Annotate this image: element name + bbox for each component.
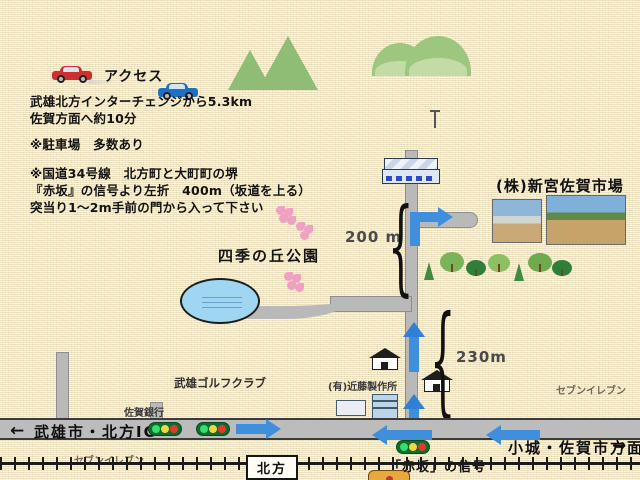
info-line-4: ※国道34号線 北方町と大町町の堺 (30, 166, 238, 181)
distance-230m-label: 230m (456, 348, 507, 366)
red-car-icon (52, 66, 92, 83)
highway-arrow-right-stem (236, 424, 266, 434)
junction-arrow-head (372, 425, 387, 445)
direction-right-arrow: → (612, 436, 627, 456)
distance-200m-label: 200 m (345, 228, 403, 246)
direction-left-arrow: ← (10, 421, 25, 441)
hill-icon (405, 36, 471, 76)
golf-club-label: 武雄ゴルフクラブ (174, 376, 266, 390)
traffic-light-icon (396, 440, 430, 454)
convenience-right-label: セブンイレブン (556, 386, 626, 397)
tree-icon (466, 260, 486, 276)
tree-icon (552, 260, 572, 276)
traffic-light-icon (196, 422, 230, 436)
mountain-icon (258, 36, 318, 90)
access-title: アクセス (104, 69, 164, 85)
tree-icon (514, 263, 524, 281)
turn-arrow-200m-head (438, 207, 453, 227)
direction-right-label: 小城・佐賀市方面 (508, 439, 640, 457)
antenna-crossbar (430, 110, 440, 112)
tree-icon (488, 254, 510, 272)
junction-arrow-arm (386, 430, 432, 440)
house-icon (421, 370, 453, 392)
company-photo-left (492, 199, 542, 243)
blue-car-icon (158, 83, 198, 100)
highway-arrow-left-head (486, 425, 501, 445)
warehouse-icon (372, 394, 398, 420)
tree-row (424, 248, 574, 284)
station-label: 北方 (246, 455, 299, 480)
info-line-2: 佐賀方面へ約10分 (30, 111, 137, 126)
route-arrow-lower-head (403, 394, 425, 409)
tree-icon (424, 262, 434, 280)
info-line-5: 『赤坂』の信号より左折 400m（坂道を上る） (30, 183, 311, 198)
car-motion-trail (88, 80, 114, 84)
turn-arrow-200m-arm (410, 212, 438, 222)
tree-icon (440, 252, 464, 272)
bank-label: 佐賀銀行 (124, 408, 164, 419)
temple-building-icon (368, 470, 410, 480)
house-icon (369, 348, 401, 370)
road-vertical-left (56, 352, 69, 424)
turn-arrow-200m-stem (410, 212, 420, 246)
company-name: (株)新宮佐賀市場 (496, 177, 624, 195)
info-line-3: ※駐車場 多数あり (30, 137, 144, 152)
info-line-6: 突当り1〜2m手前の門から入って下さい (30, 200, 264, 215)
kondo-factory-label: (有)近藤製作所 (328, 382, 398, 393)
pond-icon (180, 278, 260, 324)
highway-arrow-right-head (266, 419, 281, 439)
building-icon (336, 400, 366, 416)
route-arrow-upper-stem (409, 336, 419, 372)
factory-icon (382, 158, 440, 184)
info-line-1: 武雄北方インターチェンジから5.3km (30, 94, 253, 109)
route-arrow-upper-head (403, 322, 425, 337)
highway-arrow-left-stem (500, 430, 540, 440)
company-photo-right (546, 195, 626, 245)
railway-ties (0, 457, 640, 470)
traffic-light-icon (148, 422, 182, 436)
park-label: 四季の丘公園 (218, 247, 321, 265)
tree-icon (528, 253, 552, 272)
direction-left-label: 武雄市・北方IC (34, 423, 157, 441)
antenna-icon (434, 112, 436, 128)
